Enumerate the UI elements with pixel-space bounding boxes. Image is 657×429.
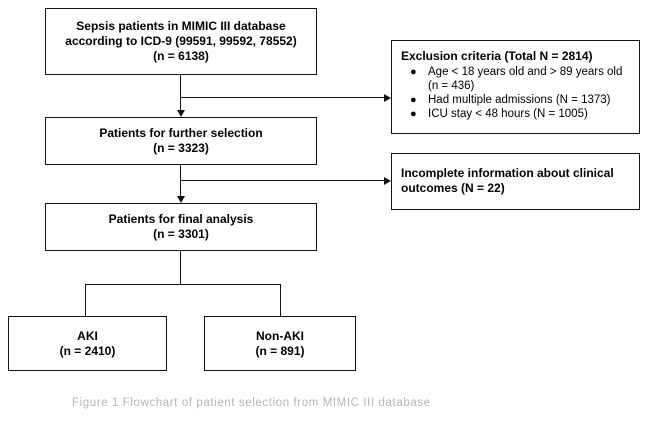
incomplete-line-2: outcomes (N = 22) [401, 181, 505, 195]
box-aki: AKI (n = 2410) [8, 316, 167, 371]
arrowhead-right-icon [384, 94, 391, 102]
connector-split [85, 284, 281, 286]
exclusion-list: ●Age < 18 years old and > 89 years old (… [401, 65, 631, 121]
nonaki-line-2: (n = 891) [255, 343, 305, 358]
sepsis-line-3: (n = 6138) [153, 49, 209, 63]
box-non-aki: Non-AKI (n = 891) [204, 316, 356, 371]
connector-to-aki [85, 284, 87, 316]
exclusion-item: ●ICU stay < 48 hours (N = 1005) [410, 108, 588, 120]
connector-final-down [180, 251, 182, 284]
box-final-analysis: Patients for final analysis (n = 3301) [45, 203, 317, 251]
arrowhead-right-icon [384, 177, 391, 185]
exclusion-item: ●Age < 18 years old and > 89 years old (… [410, 66, 623, 92]
box-incomplete-information: Incomplete information about clinical ou… [391, 153, 640, 210]
nonaki-line-1: Non-AKI [256, 328, 304, 343]
connector-sepsis-to-further [180, 75, 182, 110]
final-line-2: (n = 3301) [153, 227, 209, 241]
arrowhead-down-icon [177, 110, 185, 117]
bullet-icon: ● [410, 108, 417, 120]
connector-to-incomplete [180, 180, 384, 182]
bullet-icon: ● [410, 94, 417, 106]
sepsis-line-2: according to ICD-9 (99591, 99592, 78552) [65, 34, 297, 48]
box-sepsis-patients: Sepsis patients in MIMIC III database ac… [45, 8, 317, 75]
further-line-2: (n = 3323) [153, 141, 209, 155]
exclusion-title: Exclusion criteria (Total N = 2814) [401, 49, 593, 63]
bullet-icon: ● [410, 66, 417, 78]
box-further-selection: Patients for further selection (n = 3323… [45, 117, 317, 165]
incomplete-line-1: Incomplete information about clinical [401, 166, 614, 180]
box-exclusion-criteria: Exclusion criteria (Total N = 2814) ●Age… [391, 40, 640, 134]
connector-to-exclusion [180, 97, 384, 99]
aki-line-1: AKI [77, 328, 98, 343]
sepsis-line-1: Sepsis patients in MIMIC III database [76, 19, 286, 33]
aki-line-2: (n = 2410) [59, 343, 116, 358]
exclusion-item: ●Had multiple admissions (N = 1373) [410, 94, 611, 106]
arrowhead-down-icon [177, 196, 185, 203]
connector-to-non-aki [280, 284, 282, 316]
final-line-1: Patients for final analysis [108, 212, 254, 226]
figure-caption: Figure 1 Flowchart of patient selection … [72, 397, 431, 409]
further-line-1: Patients for further selection [99, 126, 263, 140]
